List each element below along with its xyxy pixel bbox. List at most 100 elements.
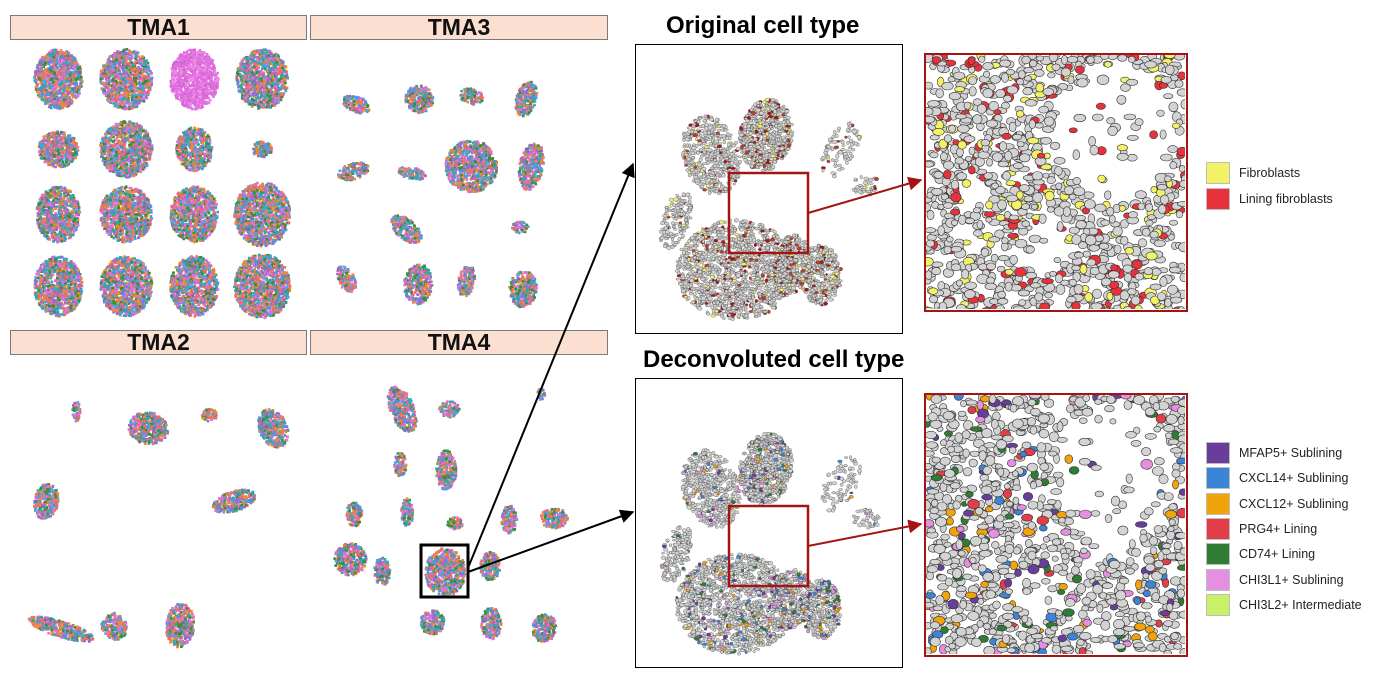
tissue-core bbox=[393, 452, 407, 477]
legend-label: CHI3L1+ Sublining bbox=[1239, 573, 1344, 587]
tissue-core bbox=[532, 613, 557, 643]
legend-item-lining-fibroblasts: Lining fibroblasts bbox=[1206, 188, 1333, 210]
legend-swatch bbox=[1206, 543, 1230, 565]
tissue-core bbox=[233, 254, 291, 320]
tissue-region bbox=[681, 115, 741, 195]
tissue-core bbox=[459, 87, 483, 105]
tissue-region bbox=[675, 553, 797, 655]
tissue-core bbox=[175, 127, 213, 173]
tissue-core bbox=[38, 130, 79, 168]
tissue-core bbox=[170, 185, 219, 243]
tissue-core bbox=[99, 185, 153, 243]
tissue-core bbox=[373, 557, 391, 586]
legend-label: Fibroblasts bbox=[1239, 166, 1300, 180]
tissue-core bbox=[444, 140, 498, 193]
tissue-core bbox=[480, 607, 502, 640]
legend-swatch bbox=[1206, 518, 1230, 540]
tissue-core bbox=[99, 120, 153, 178]
deconvoluted-zoom-panel bbox=[924, 393, 1188, 657]
legend-label: CXCL14+ Sublining bbox=[1239, 471, 1348, 485]
tissue-core bbox=[170, 49, 220, 111]
original-zoom-panel bbox=[924, 53, 1188, 312]
legend-label: PRG4+ Lining bbox=[1239, 522, 1317, 536]
tissue-core bbox=[515, 81, 539, 117]
tissue-core bbox=[100, 612, 127, 641]
tissue-region bbox=[800, 244, 843, 306]
legend-swatch bbox=[1206, 569, 1230, 591]
tissue-core bbox=[100, 255, 154, 317]
tissue-region bbox=[852, 175, 879, 196]
tissue-core bbox=[398, 166, 427, 181]
legend-item-fibroblasts: Fibroblasts bbox=[1206, 162, 1300, 184]
tissue-core bbox=[128, 412, 170, 446]
legend-item-cxcl14: CXCL14+ Sublining bbox=[1206, 467, 1348, 489]
tissue-core bbox=[403, 264, 433, 306]
tissue-core bbox=[99, 48, 153, 110]
legend-label: Lining fibroblasts bbox=[1239, 192, 1333, 206]
tissue-core bbox=[540, 508, 569, 529]
tissue-region bbox=[821, 122, 862, 178]
tissue-core bbox=[72, 401, 82, 422]
tissue-core bbox=[387, 386, 418, 433]
tissue-core bbox=[343, 95, 371, 115]
tissue-region bbox=[852, 508, 880, 529]
legend-label: CHI3L2+ Intermediate bbox=[1239, 598, 1362, 612]
zoomed-cells bbox=[926, 395, 1185, 654]
tissue-core bbox=[235, 48, 289, 110]
tissue-core bbox=[252, 140, 273, 158]
tissue-core bbox=[36, 186, 81, 244]
legend-label: CD74+ Lining bbox=[1239, 547, 1315, 561]
tissue-core bbox=[438, 400, 461, 418]
legend-swatch bbox=[1206, 467, 1230, 489]
tissue-region bbox=[681, 448, 742, 528]
legend-item-chi3l2: CHI3L2+ Intermediate bbox=[1206, 594, 1362, 616]
tissue-core bbox=[165, 603, 195, 648]
tissue-core bbox=[404, 85, 434, 114]
legend-item-prg4: PRG4+ Lining bbox=[1206, 518, 1317, 540]
tissue-core bbox=[333, 542, 367, 576]
tissue-core bbox=[500, 505, 518, 535]
legend-label: CXCL12+ Sublining bbox=[1239, 497, 1348, 511]
tissue-region bbox=[675, 219, 797, 321]
tissue-core bbox=[435, 450, 457, 491]
tissue-core bbox=[33, 49, 83, 110]
tissue-core bbox=[233, 182, 291, 248]
tissue-core bbox=[336, 265, 357, 293]
tissue-core bbox=[337, 162, 369, 182]
tissue-core bbox=[457, 266, 476, 297]
tissue-core bbox=[537, 388, 547, 401]
tissue-core bbox=[201, 408, 218, 422]
tissue-core bbox=[508, 271, 538, 309]
legend-label: MFAP5+ Sublining bbox=[1239, 446, 1342, 460]
tma-core-scatter bbox=[0, 0, 610, 685]
tissue-region bbox=[738, 432, 794, 506]
deconvoluted-cell-type-title: Deconvoluted cell type bbox=[643, 346, 904, 374]
tissue-core bbox=[346, 502, 364, 527]
deconvoluted-tissue-panel bbox=[635, 378, 903, 668]
tissue-core bbox=[420, 609, 445, 635]
legend-swatch bbox=[1206, 442, 1230, 464]
tissue-region bbox=[738, 98, 794, 172]
legend-item-mfap5: MFAP5+ Sublining bbox=[1206, 442, 1342, 464]
original-cell-type-title: Original cell type bbox=[666, 12, 859, 40]
tissue-core bbox=[28, 616, 95, 643]
tissue-core bbox=[257, 408, 289, 448]
legend-swatch bbox=[1206, 493, 1230, 515]
tissue-core bbox=[479, 551, 501, 581]
legend-swatch bbox=[1206, 188, 1230, 210]
tissue-core bbox=[33, 483, 59, 520]
tissue-core bbox=[425, 548, 467, 598]
tissue-core bbox=[511, 221, 529, 235]
legend-swatch bbox=[1206, 594, 1230, 616]
legend-item-chi3l1: CHI3L1+ Sublining bbox=[1206, 569, 1344, 591]
tissue-core bbox=[169, 255, 219, 317]
tissue-core bbox=[390, 214, 423, 244]
tissue-region bbox=[660, 526, 692, 583]
legend-item-cxcl12: CXCL12+ Sublining bbox=[1206, 493, 1348, 515]
tissue-region bbox=[821, 456, 862, 513]
tissue-core bbox=[400, 497, 414, 526]
legend-item-cd74: CD74+ Lining bbox=[1206, 543, 1315, 565]
original-tissue-panel bbox=[635, 44, 903, 334]
tissue-core bbox=[212, 489, 256, 514]
tissue-core bbox=[446, 516, 463, 530]
